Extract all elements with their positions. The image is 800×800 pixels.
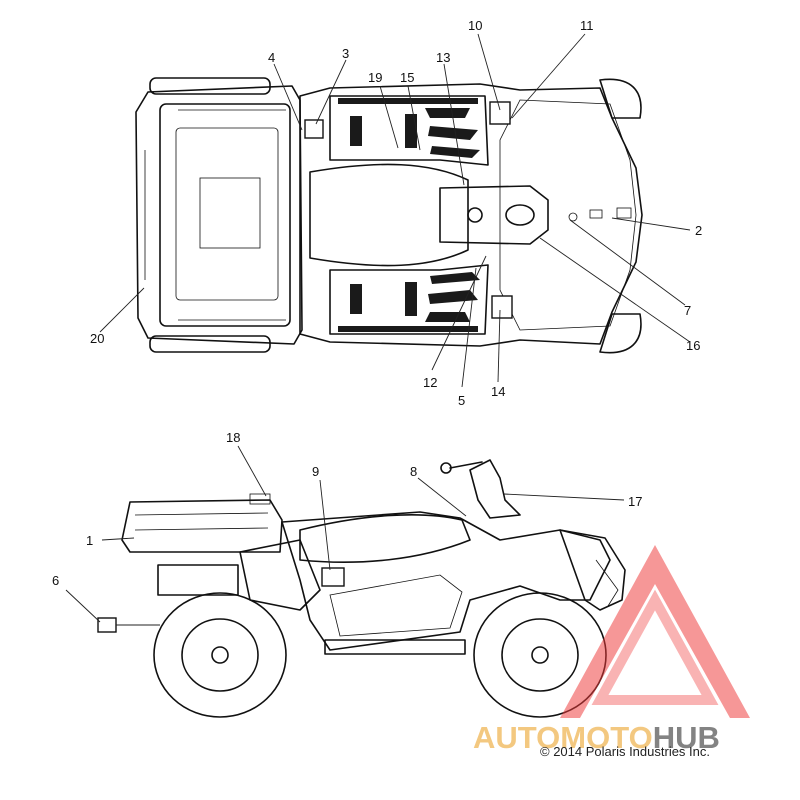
callout-11: 11 — [580, 18, 594, 33]
watermark-triangle — [560, 545, 750, 718]
atv-top-view — [135, 77, 643, 354]
callout-1: 1 — [86, 533, 93, 548]
callout-20: 20 — [90, 331, 104, 346]
copyright-notice: © 2014 Polaris Industries Inc. — [540, 744, 710, 759]
callout-7: 7 — [684, 303, 691, 318]
callout-labels: 1 2 3 4 5 6 7 8 9 10 11 12 13 14 15 16 1… — [52, 18, 702, 588]
callout-8: 8 — [410, 464, 417, 479]
watermark-logo-text: AUTOMOTOHUB — [473, 720, 720, 755]
callout-16: 16 — [686, 338, 700, 353]
callout-15: 15 — [400, 70, 414, 85]
callout-19: 19 — [368, 70, 382, 85]
callout-13: 13 — [436, 50, 450, 65]
automotohub-watermark — [560, 545, 750, 718]
callout-14: 14 — [491, 384, 505, 399]
leader-lines — [65, 33, 691, 626]
callout-12: 12 — [423, 375, 437, 390]
callout-4: 4 — [268, 50, 275, 65]
callout-5: 5 — [458, 393, 465, 408]
callout-2: 2 — [695, 223, 702, 238]
callout-10: 10 — [468, 18, 482, 33]
atv-side-view — [97, 459, 626, 718]
callout-6: 6 — [52, 573, 59, 588]
callout-9: 9 — [312, 464, 319, 479]
callout-17: 17 — [628, 494, 642, 509]
callout-18: 18 — [226, 430, 240, 445]
callout-3: 3 — [342, 46, 349, 61]
